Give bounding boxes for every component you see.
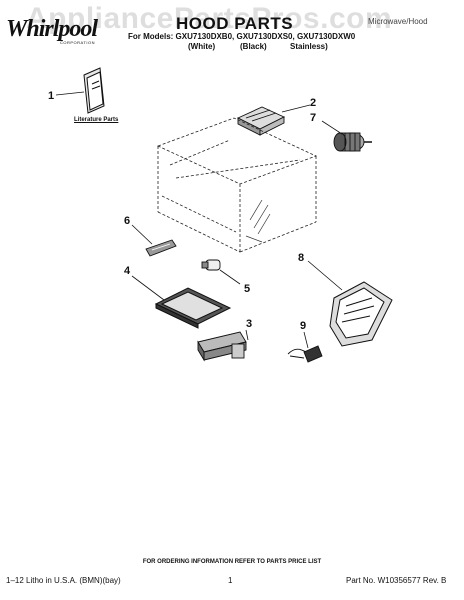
litho-info: 1–12 Litho in U.S.A. (BMN)(bay) [6,576,121,585]
callout-3: 3 [246,318,253,330]
variant-stainless: Stainless) [290,42,328,51]
leader-9 [303,331,309,349]
leader-8 [307,260,343,291]
models-line: For Models: GXU7130DXB0, GXU7130DXS0, GX… [128,32,356,41]
callout-2: 2 [310,97,317,109]
callout-1: 1 [48,90,55,102]
fan-motor[interactable] [333,132,372,152]
grease-filter[interactable] [154,287,232,329]
leader-4 [131,275,165,301]
callout-5: 5 [244,283,251,295]
leader-2 [281,104,311,113]
page-number: 1 [228,576,233,585]
document-category: Microwave/Hood [368,17,428,26]
leader-7 [321,120,343,135]
variant-white: (White) [188,42,216,51]
leader-6 [131,224,153,245]
brand-subtitle: CORPORATION [60,40,95,45]
hood-chassis [156,117,318,253]
brand-logo: Whirlpool [6,16,98,42]
leader-1 [55,91,85,96]
thermal-switch[interactable] [287,345,323,363]
literature-booklet[interactable] [83,67,105,114]
callout-9: 9 [300,320,307,332]
wiring-pack[interactable] [329,281,393,347]
callout-6: 6 [124,215,131,227]
chassis-inner-detail [245,199,271,243]
watermark-text: AppliancePartsPros.com [26,2,393,35]
page-title: HOOD PARTS [176,14,294,33]
leader-5 [219,269,241,285]
callout-8: 8 [298,252,305,264]
document-part-number: Part No. W10356577 Rev. B [346,576,447,585]
ordering-note: FOR ORDERING INFORMATION REFER TO PARTS … [142,559,322,565]
charcoal-filter[interactable] [197,331,247,362]
variant-black: (Black) [240,42,267,51]
literature-parts-label: Literature Parts [74,117,119,123]
callout-7: 7 [310,112,317,124]
leader-3 [245,329,249,341]
light-bracket[interactable] [145,239,177,257]
callout-4: 4 [124,265,131,277]
light-bulb[interactable] [201,259,221,271]
